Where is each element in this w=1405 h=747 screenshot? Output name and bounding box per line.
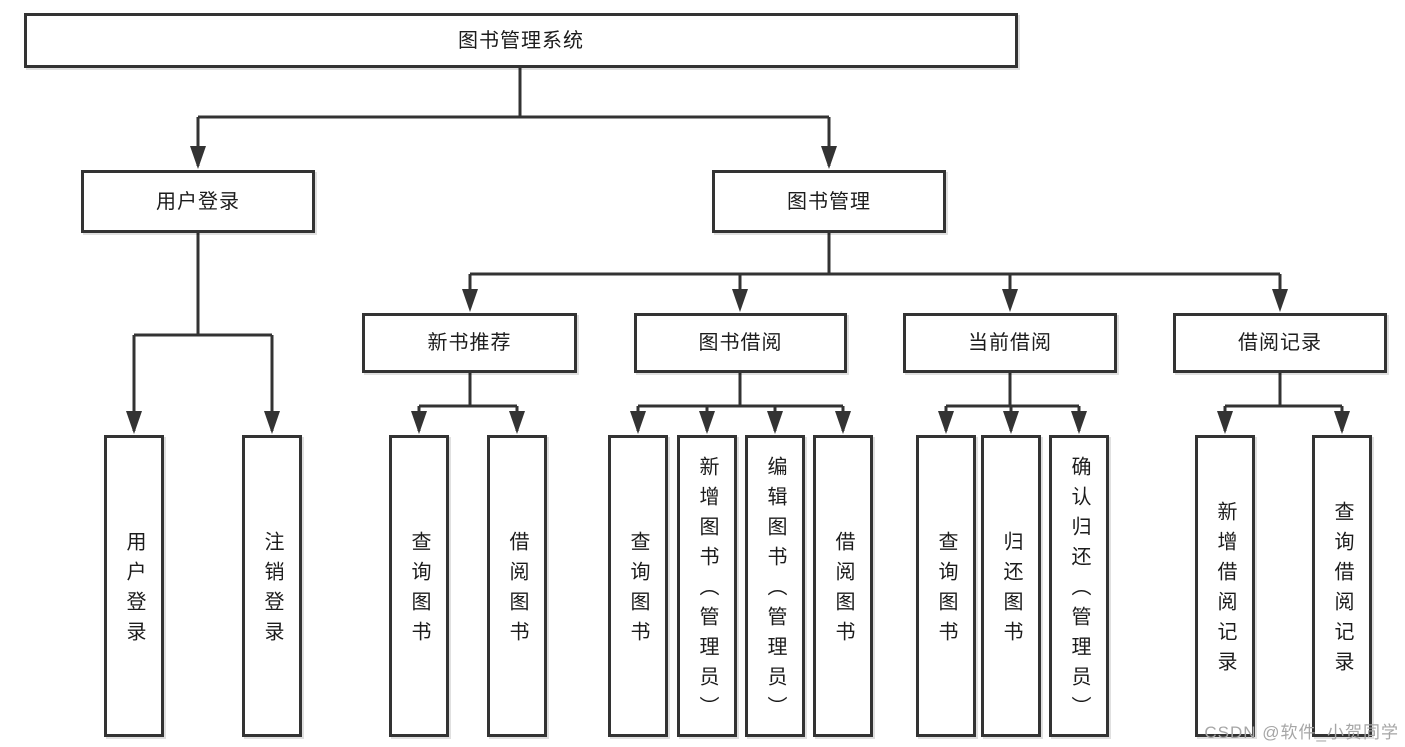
node-user-login: 用户登录 <box>81 170 315 233</box>
node-borrow-records: 借阅记录 <box>1173 313 1387 373</box>
leaf-recommend-query-books: 查询图书 <box>389 435 449 737</box>
leaf-borrowing-add-books-admin: 新增图书（管理员） <box>677 435 737 737</box>
leaf-borrowing-query-books: 查询图书 <box>608 435 668 737</box>
leaf-current-confirm-return-admin: 确认归还（管理员） <box>1049 435 1109 737</box>
leaf-user-login: 用户登录 <box>104 435 164 737</box>
leaf-borrowing-edit-books-admin: 编辑图书（管理员） <box>745 435 805 737</box>
leaf-current-return-books: 归还图书 <box>981 435 1041 737</box>
node-root-system: 图书管理系统 <box>24 13 1018 68</box>
node-current-borrowing: 当前借阅 <box>903 313 1117 373</box>
leaf-records-query-record: 查询借阅记录 <box>1312 435 1372 737</box>
node-book-management: 图书管理 <box>712 170 946 233</box>
leaf-borrowing-borrow-books: 借阅图书 <box>813 435 873 737</box>
leaf-current-query-books: 查询图书 <box>916 435 976 737</box>
csdn-watermark: CSDN @软件_小贺同学 <box>1204 723 1399 742</box>
leaf-recommend-borrow-books: 借阅图书 <box>487 435 547 737</box>
leaf-logout: 注销登录 <box>242 435 302 737</box>
leaf-records-add-record: 新增借阅记录 <box>1195 435 1255 737</box>
node-book-borrowing: 图书借阅 <box>634 313 847 373</box>
node-new-book-recommend: 新书推荐 <box>362 313 577 373</box>
